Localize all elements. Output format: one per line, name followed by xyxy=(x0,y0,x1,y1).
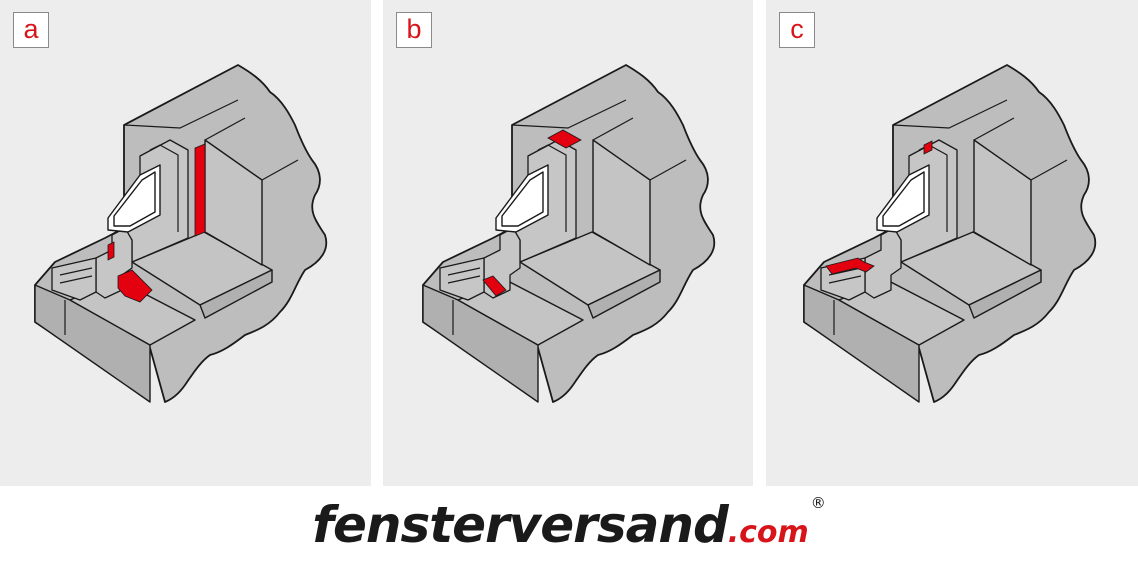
window-glass xyxy=(495,164,549,233)
diagram-panel-c: c xyxy=(766,0,1138,486)
sealing-tape-highlight xyxy=(107,143,206,303)
logo-wordmark: fensterversand xyxy=(312,496,729,554)
window-glass xyxy=(107,164,161,233)
sealing-tape-highlight xyxy=(482,129,582,297)
window-glass xyxy=(876,164,930,233)
wall-section-diagram-a xyxy=(34,64,328,403)
panel-label-c: c xyxy=(779,12,815,48)
wall-section-diagram-b xyxy=(422,64,716,403)
sealing-tape-highlight xyxy=(825,140,933,275)
diagram-panel-b: b xyxy=(383,0,753,486)
logo-domain: .com xyxy=(727,515,809,550)
fensterversand-logo: fensterversand.com® xyxy=(0,494,1138,554)
wall-section-diagram-c xyxy=(803,64,1097,403)
registered-mark: ® xyxy=(810,494,826,512)
panel-label-b: b xyxy=(396,12,432,48)
panel-label-a: a xyxy=(13,12,49,48)
diagram-panel-a: a xyxy=(0,0,371,486)
